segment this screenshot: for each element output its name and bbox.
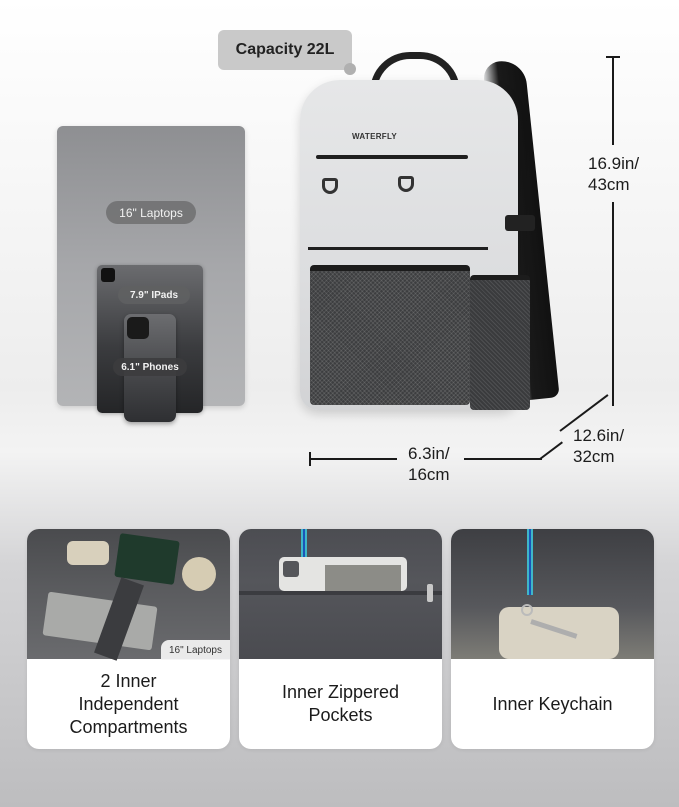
key-ring-icon: [521, 604, 533, 616]
zipper-pull-icon: [427, 584, 433, 602]
width-dimension-line-right: [464, 458, 542, 460]
width-in: 6.3in/: [408, 444, 450, 463]
pouch-icon: [67, 541, 109, 565]
width-dimension-label: 6.3in/ 16cm: [408, 443, 450, 485]
feature-title: 2 Inner Independent Compartments: [27, 659, 230, 749]
teal-strap-icon: [301, 529, 307, 557]
depth-in: 12.6in/: [573, 426, 625, 445]
height-dimension-line-top: [612, 57, 614, 145]
width-dimension-line-left: [310, 458, 397, 460]
feature-title-line: Inner Zippered: [281, 682, 400, 702]
feature-title: Inner Zippered Pockets: [239, 659, 442, 749]
fan-icon: [182, 557, 216, 591]
feature-title-line: Independent: [78, 693, 179, 714]
pocket-zipper: [239, 591, 442, 595]
feature-card-compartments: 16" Laptops 2 Inner Independent Compartm…: [27, 529, 230, 749]
feature-title-line: 2 Inner: [100, 670, 157, 691]
ipad-camera-icon: [101, 268, 115, 282]
height-dimension-label: 16.9in/ 43cm: [588, 153, 639, 195]
feature-card-keychain: Inner Keychain: [451, 529, 654, 749]
compartments-photo: 16" Laptops: [27, 529, 230, 661]
capacity-badge: Capacity 22L: [218, 30, 352, 70]
phone-camera-icon: [127, 317, 149, 339]
side-buckle: [505, 215, 535, 231]
notebook-icon: [114, 533, 180, 585]
laptop-size-tag: 16" Laptops: [160, 640, 230, 660]
side-mesh-pocket: [470, 275, 530, 410]
feature-title-line: Compartments: [69, 716, 188, 737]
feature-card-zippered-pockets: Inner Zippered Pockets: [239, 529, 442, 749]
phone-camera-icon: [283, 561, 299, 577]
d-ring-icon: [398, 176, 414, 192]
callout-dot: [344, 63, 356, 75]
capacity-label: Capacity 22L: [235, 41, 335, 58]
backpack-front-zipper: [316, 155, 468, 159]
feature-title: Inner Keychain: [451, 659, 654, 749]
phone-size-label: 6.1" Phones: [113, 358, 187, 376]
height-cm: 43cm: [588, 175, 630, 194]
height-in: 16.9in/: [588, 154, 640, 173]
card-in-pocket-icon: [325, 565, 401, 591]
zippered-pocket-photo: [239, 529, 442, 659]
depth-cm: 32cm: [573, 447, 615, 466]
backpack-lower-zipper: [308, 247, 488, 250]
laptop-size-label: 16" Laptops: [106, 201, 196, 224]
height-dimension-line-bottom: [612, 202, 614, 406]
feature-title-line: Pockets: [308, 705, 373, 725]
width-cm: 16cm: [408, 465, 450, 484]
width-depth-connector: [539, 441, 563, 460]
d-ring-icon: [322, 178, 338, 194]
keychain-strap-icon: [527, 529, 533, 595]
keychain-photo: [451, 529, 654, 659]
ipad-size-label: 7.9" IPads: [118, 286, 190, 304]
feature-title-line: Inner Keychain: [492, 693, 613, 714]
front-mesh-pocket: [310, 265, 470, 405]
backpack-brand-logo: WATERFLY: [352, 132, 398, 141]
depth-dimension-label: 12.6in/ 32cm: [573, 425, 624, 467]
